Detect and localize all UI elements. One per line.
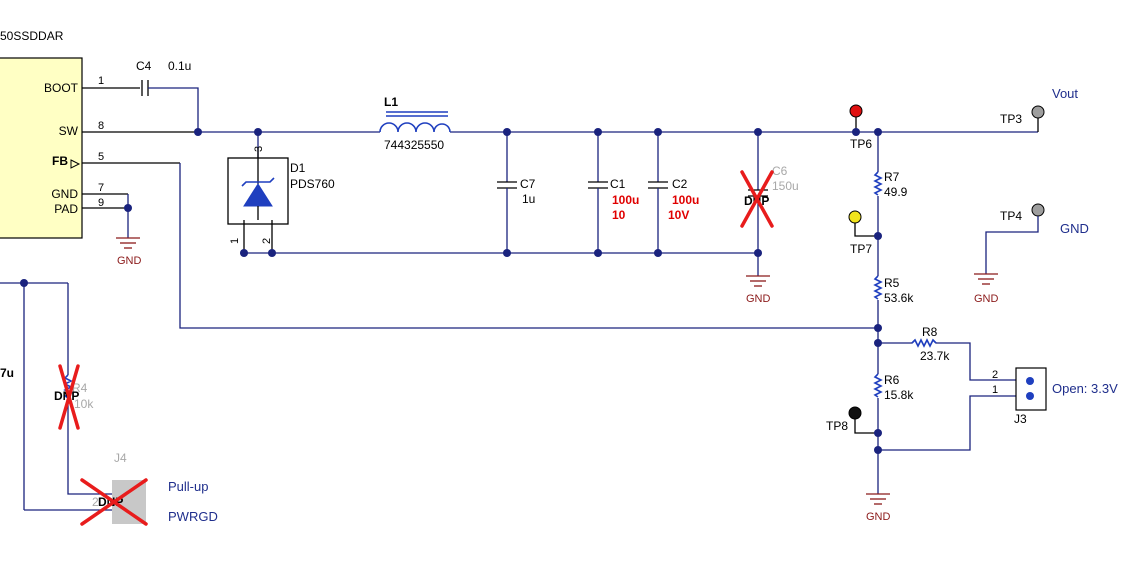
wire-c4-to-sw — [148, 87, 199, 132]
ic-pin-sw: SW — [59, 124, 79, 138]
tp4-marker — [1031, 203, 1045, 217]
j3-label: Open: 3.3V — [1052, 381, 1118, 396]
ground-symbol-output — [866, 493, 890, 505]
ic-pin-gnd: GND — [51, 187, 78, 201]
gnd-net-label: GND — [1060, 221, 1089, 236]
r5-body — [873, 275, 883, 300]
ground-label-output: GND — [866, 511, 891, 523]
r4-dnp-cross-2 — [58, 364, 80, 430]
r4-value: 10k — [74, 397, 94, 411]
d1-value: PDS760 — [290, 177, 335, 191]
c7-ref: C7 — [520, 177, 536, 191]
tp6-ref: TP6 — [850, 137, 872, 151]
ic-part-number: 50SSDDAR — [0, 29, 64, 43]
tp7-lead — [854, 223, 878, 237]
fb-pin-arrow — [70, 159, 81, 169]
c4-value: 0.1u — [168, 59, 191, 73]
wire-j3-pin1 — [878, 395, 1018, 451]
pin-number-8: 8 — [98, 120, 104, 132]
r4-ref: R4 — [72, 381, 88, 395]
r7-body — [873, 171, 883, 196]
c1-value: 100u — [612, 193, 639, 207]
j3-pin1-num: 1 — [992, 384, 998, 396]
j4-pin-num: 2 — [92, 495, 99, 509]
d1-pin3-num: 3 — [253, 146, 265, 152]
ground-label-ic: GND — [117, 255, 142, 267]
c6-value: 150u — [772, 179, 799, 193]
r7-value: 49.9 — [884, 185, 908, 199]
c4-ref: C4 — [136, 59, 152, 73]
ic-pin-fb: FB — [52, 154, 68, 168]
c1-ref: C1 — [610, 177, 626, 191]
wire-r4-bottom — [67, 399, 112, 495]
c6-dnp-cross-2 — [740, 170, 774, 228]
r8-value: 23.7k — [920, 349, 950, 363]
c1-voltage: 10 — [612, 208, 626, 222]
ic-pin-boot: BOOT — [44, 81, 79, 95]
j3-body — [1015, 367, 1047, 411]
r5-value: 53.6k — [884, 291, 914, 305]
r4-dnp-label: DNP — [54, 389, 79, 403]
ground-symbol-c6 — [746, 275, 770, 287]
vout-net-label: Vout — [1052, 86, 1078, 101]
ground-label-tp4: GND — [974, 293, 999, 305]
junction-dots — [20, 128, 882, 454]
r8-body — [911, 338, 937, 348]
pin-number-1: 1 — [98, 75, 104, 87]
j3-ref: J3 — [1014, 412, 1027, 426]
wire-feedback — [179, 163, 878, 329]
j4-pwrgd-label: PWRGD — [168, 509, 218, 524]
ground-symbol-tp4 — [974, 273, 998, 285]
j3-pin1-dot — [1026, 392, 1034, 400]
j4-body — [112, 480, 146, 524]
r5-ref: R5 — [884, 276, 900, 290]
tp8-ref: TP8 — [826, 419, 848, 433]
d1-schottky-bar — [241, 177, 275, 187]
c2-voltage: 10V — [668, 208, 689, 222]
ground-symbol-ic — [116, 237, 140, 249]
c7-value: 1u — [522, 192, 535, 206]
l1-value: 744325550 — [384, 138, 444, 152]
wire-tp4-gnd — [985, 216, 1039, 274]
r6-value: 15.8k — [884, 388, 914, 402]
j4-dnp-cross-2 — [80, 478, 148, 526]
r6-body — [873, 373, 883, 398]
j4-pullup-label: Pull-up — [168, 479, 208, 494]
ic-pin-pad: PAD — [54, 202, 78, 216]
tp3-marker — [1031, 105, 1045, 119]
ic-body — [0, 57, 83, 239]
r6-ref: R6 — [884, 373, 900, 387]
d1-pin1-num: 1 — [229, 238, 241, 244]
j3-pin2-num: 2 — [992, 369, 998, 381]
r8-ref: R8 — [922, 325, 938, 339]
pin-number-5: 5 — [98, 151, 104, 163]
ground-label-c6: GND — [746, 293, 771, 305]
d1-ref: D1 — [290, 161, 306, 175]
j4-ref: J4 — [114, 451, 127, 465]
j3-pin2-dot — [1026, 377, 1034, 385]
tp4-ref: TP4 — [1000, 209, 1022, 223]
pin-number-7: 7 — [98, 182, 104, 194]
left-cap-value-fragment: 7u — [0, 366, 14, 380]
c2-value: 100u — [672, 193, 699, 207]
l1-ref: L1 — [384, 95, 398, 109]
r7-ref: R7 — [884, 170, 900, 184]
tp7-marker — [848, 210, 862, 224]
tp7-ref: TP7 — [850, 242, 872, 256]
d1-pin2-num: 2 — [261, 238, 273, 244]
c2-ref: C2 — [672, 177, 688, 191]
tp8-marker — [848, 406, 862, 420]
tp3-ref: TP3 — [1000, 112, 1022, 126]
tp8-lead — [854, 419, 878, 434]
c6-ref: C6 — [772, 164, 788, 178]
tp6-marker — [849, 104, 863, 118]
pin-number-9: 9 — [98, 197, 104, 209]
l1-coil — [379, 122, 451, 133]
d1-diode-triangle — [243, 183, 273, 207]
